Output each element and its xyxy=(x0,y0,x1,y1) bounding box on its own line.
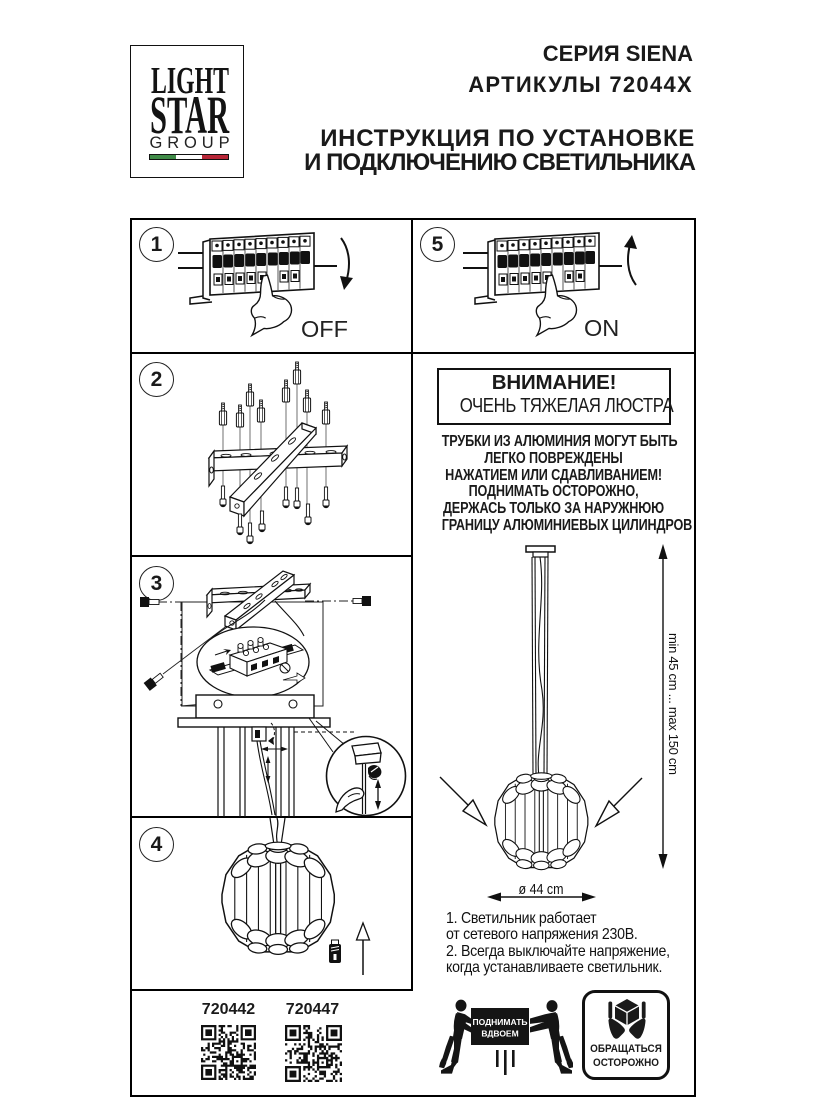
svg-text:ПОДНИМАТЬ: ПОДНИМАТЬ xyxy=(472,1017,527,1027)
svg-text:ø 44 cm: ø 44 cm xyxy=(519,882,564,898)
svg-text:ВДВОЕМ: ВДВОЕМ xyxy=(481,1029,518,1039)
